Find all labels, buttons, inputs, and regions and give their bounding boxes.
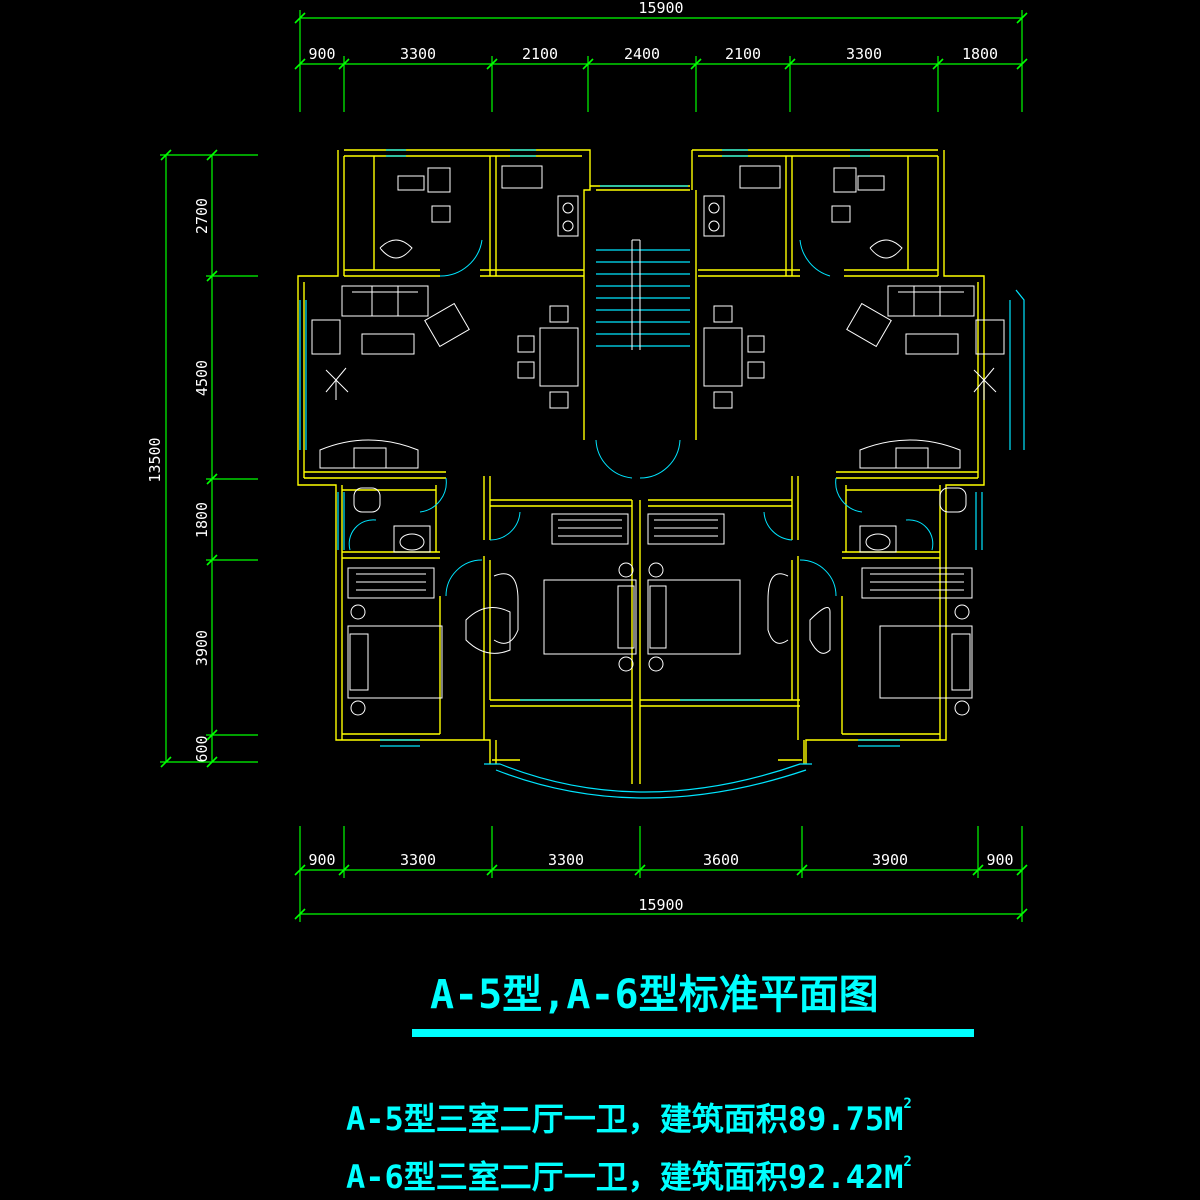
left-segment-3: 1800	[193, 502, 211, 538]
bottom-segment-6: 900	[986, 851, 1013, 869]
windows-doors	[299, 149, 1025, 799]
bottom-dimension-chain: 900 3300 3300 3600 3900 900 15900	[294, 826, 1028, 922]
title-underline	[412, 1029, 974, 1037]
left-segment-5: 600	[193, 735, 211, 762]
top-segment-7: 1800	[962, 45, 998, 63]
description-2-text: A-6型三室二厅一卫，建筑面积92.42M	[346, 1158, 904, 1196]
drawing-title: A-5型,A-6型标准平面图	[430, 972, 879, 1018]
furniture	[311, 165, 1005, 716]
top-segment-6: 3300	[846, 45, 882, 63]
description-line-1: A-5型三室二厅一卫，建筑面积89.75M2	[346, 1094, 912, 1140]
left-segment-1: 2700	[193, 198, 211, 234]
bottom-segment-3: 3300	[548, 851, 584, 869]
bottom-overall-dimension: 15900	[638, 896, 683, 914]
left-segment-4: 3900	[193, 630, 211, 666]
left-overall-dimension: 13500	[146, 437, 164, 482]
bottom-segment-1: 900	[308, 851, 335, 869]
top-segment-4: 2400	[624, 45, 660, 63]
left-segment-2: 4500	[193, 360, 211, 396]
bottom-segment-4: 3600	[703, 851, 739, 869]
top-dimension-chain: 15900 900 3300 2100 2400 2100 3300 1800	[294, 0, 1028, 112]
top-segment-2: 3300	[400, 45, 436, 63]
description-line-2: A-6型三室二厅一卫，建筑面积92.42M2	[346, 1152, 912, 1198]
top-segment-3: 2100	[522, 45, 558, 63]
left-dimension-chain: 13500 2700 4500 1800 3900 600	[146, 149, 258, 768]
walls	[297, 149, 985, 784]
bottom-segment-2: 3300	[400, 851, 436, 869]
description-2-sup: 2	[903, 1154, 912, 1170]
top-segment-1: 900	[308, 45, 335, 63]
top-segment-5: 2100	[725, 45, 761, 63]
description-1-text: A-5型三室二厅一卫，建筑面积89.75M	[346, 1100, 904, 1138]
description-1-sup: 2	[903, 1096, 912, 1112]
top-overall-dimension: 15900	[638, 0, 683, 17]
bottom-segment-5: 3900	[872, 851, 908, 869]
